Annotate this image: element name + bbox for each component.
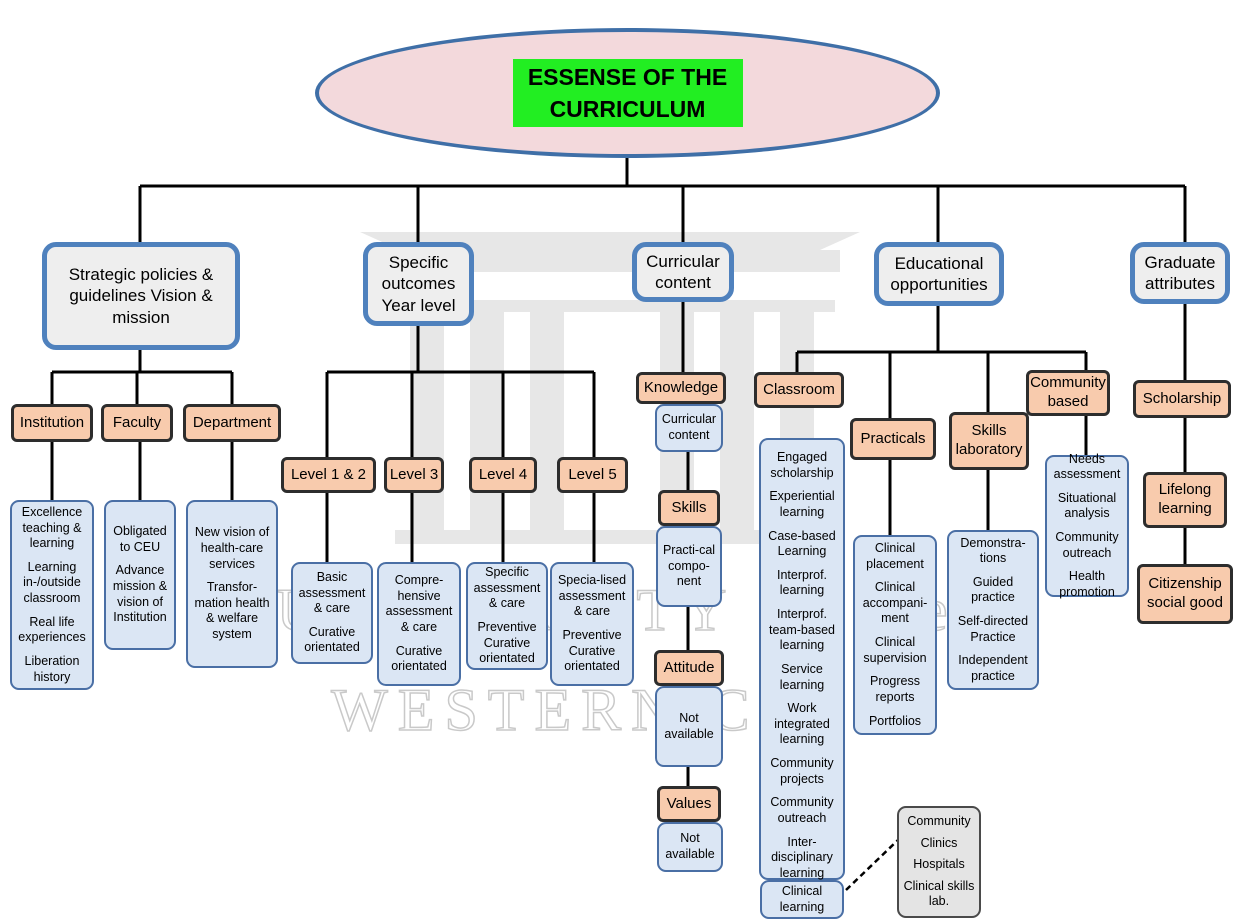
- knowledge-box: Knowledge: [636, 372, 726, 404]
- list-item: Health promotion: [1059, 569, 1115, 599]
- classroom-items: Engaged scholarship Experiential learnin…: [759, 438, 845, 880]
- community-based-items: Needs assessment Situational analysis Co…: [1045, 451, 1129, 599]
- list-item: Liberation history: [24, 653, 80, 684]
- graduate-node: Graduate attributes: [1130, 242, 1230, 304]
- institution-box: Institution: [11, 404, 93, 442]
- list-item: Preventive Curative orientated: [477, 620, 537, 666]
- list-item: Community outreach: [770, 795, 834, 825]
- list-item: Basic assessment & care: [298, 569, 366, 616]
- list-item: Specific assessment & care: [473, 565, 541, 611]
- practicals-items: Clinical placement Clinical accompani-me…: [853, 535, 937, 735]
- list-item: Preventive Curative orientated: [562, 628, 622, 674]
- list-item: Clinical accompani-ment: [862, 580, 928, 626]
- list-item: Work integrated learning: [774, 701, 830, 747]
- list-item: Community: [907, 813, 971, 828]
- list-item: Interprof. team-based learning: [768, 607, 835, 653]
- level-4-items: Specific assessment & care Preventive Cu…: [466, 562, 548, 670]
- practicals-box: Practicals: [850, 418, 936, 460]
- level-3-box: Level 3: [384, 457, 444, 493]
- list-item: Community outreach: [1055, 530, 1119, 560]
- level-3-items: Compre-hensive assessment & care Curativ…: [377, 562, 461, 686]
- list-item: Interprof. learning: [776, 567, 828, 598]
- list-item: Learning in-/outside classroom: [23, 559, 81, 605]
- list-item: Engaged scholarship: [770, 450, 834, 480]
- community-based-box: Community based: [1026, 370, 1110, 416]
- list-item: Needs assessment: [1053, 451, 1121, 482]
- faculty-items: Obligated to CEU Advance mission & visio…: [104, 500, 176, 650]
- list-item: Specia-lised assessment & care: [557, 573, 627, 619]
- list-item: Guided practice: [971, 574, 1015, 605]
- list-item: Excellence teaching & learning: [21, 504, 83, 551]
- values-item: Not available: [657, 822, 723, 872]
- list-item: Clinical skills lab.: [903, 878, 975, 909]
- list-item: Service learning: [779, 661, 825, 692]
- list-item: Real life experiences: [18, 614, 86, 645]
- level-5-box: Level 5: [557, 457, 628, 493]
- department-items: New vision of health-care services Trans…: [186, 500, 278, 668]
- list-item: Experiential learning: [769, 489, 835, 519]
- lifelong-learning-box: Lifelong learning: [1143, 472, 1227, 528]
- clinical-settings-box: Community Clinics Hospitals Clinical ski…: [897, 806, 981, 918]
- list-item: Clinics: [920, 835, 958, 850]
- root-ellipse: ESSENSE OF THE CURRICULUM: [315, 28, 940, 158]
- root-title: ESSENSE OF THE CURRICULUM: [512, 58, 743, 128]
- list-item: Portfolios: [868, 713, 922, 728]
- educational-node: Educational opportunities: [874, 242, 1004, 306]
- skills-item: Practi-cal compo-nent: [656, 526, 722, 607]
- citizenship-box: Citizenship social good: [1137, 564, 1233, 624]
- content-node: Curricular content: [632, 242, 734, 302]
- list-item: New vision of health-care services: [194, 525, 270, 571]
- list-item: Curative orientated: [391, 643, 447, 674]
- skills-box: Skills: [658, 490, 720, 526]
- list-item: Demonstra-tions: [960, 535, 1026, 566]
- skills-laboratory-box: Skills laboratory: [949, 412, 1029, 470]
- list-item: Curative orientated: [304, 624, 360, 655]
- faculty-box: Faculty: [101, 404, 173, 442]
- scholarship-box: Scholarship: [1133, 380, 1231, 418]
- list-item: Clinical supervision: [863, 635, 927, 665]
- level-1-2-box: Level 1 & 2: [281, 457, 376, 493]
- classroom-box: Classroom: [754, 372, 844, 408]
- list-item: Community projects: [770, 756, 834, 786]
- list-item: Hospitals: [913, 857, 965, 872]
- knowledge-item: Curricular content: [655, 404, 723, 452]
- list-item: Case-based Learning: [768, 528, 836, 559]
- outcomes-node: Specific outcomes Year level: [363, 242, 474, 326]
- list-item: Advance mission & vision of Institution: [112, 563, 168, 625]
- list-item: Transfor-mation health & welfare system: [194, 580, 270, 642]
- list-item: Inter-disciplinary learning: [771, 834, 833, 880]
- tree-lines: [50, 158, 1187, 786]
- list-item: Obligated to CEU: [113, 524, 167, 554]
- clinical-learning-box: Clinical learning: [760, 880, 844, 919]
- strategic-node: Strategic policies & guidelines Vision &…: [42, 242, 240, 350]
- list-item: Compre-hensive assessment & care: [385, 573, 453, 634]
- list-item: Independent practice: [958, 653, 1028, 683]
- skills-laboratory-items: Demonstra-tions Guided practice Self-dir…: [947, 530, 1039, 690]
- attitude-box: Attitude: [654, 650, 724, 686]
- clinical-dashed-connector: [845, 839, 899, 891]
- institution-items: Excellence teaching & learning Learning …: [10, 500, 94, 690]
- list-item: Clinical placement: [866, 540, 924, 571]
- list-item: Progress reports: [869, 674, 921, 704]
- level-4-box: Level 4: [469, 457, 537, 493]
- level-1-2-items: Basic assessment & care Curative orienta…: [291, 562, 373, 664]
- list-item: Self-directed Practice: [957, 614, 1029, 644]
- department-box: Department: [183, 404, 281, 442]
- level-5-items: Specia-lised assessment & care Preventiv…: [550, 562, 634, 686]
- attitude-item: Not available: [655, 686, 723, 767]
- values-box: Values: [657, 786, 721, 822]
- list-item: Situational analysis: [1057, 490, 1117, 521]
